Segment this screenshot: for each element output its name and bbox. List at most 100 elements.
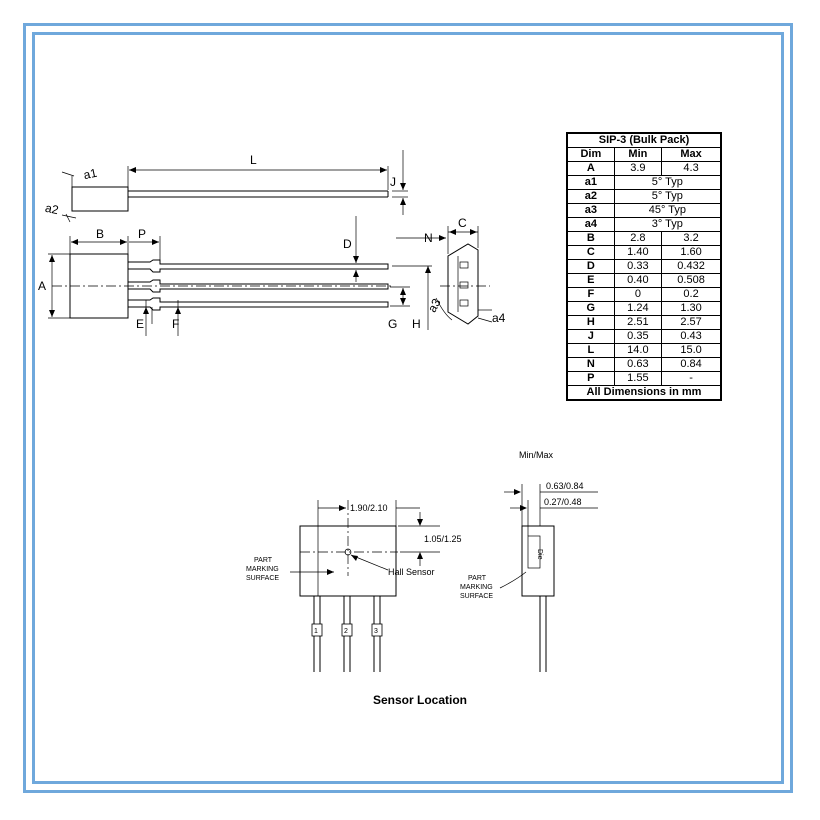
dim-key: D [566, 259, 615, 274]
dim-min: 1.24 [613, 301, 663, 316]
label-C: C [458, 216, 467, 230]
label-a2: a2 [44, 201, 60, 218]
sensor-front-view [290, 500, 440, 672]
label-a3: a3 [425, 296, 444, 315]
dim-key: N [566, 357, 615, 372]
dim-max: 4.3 [661, 161, 722, 176]
label-D: D [343, 237, 352, 251]
label-part-1: PART [254, 557, 273, 564]
label-a1: a1 [82, 166, 98, 183]
label-dim-y: 1.05/1.25 [424, 534, 462, 544]
dim-min: 2.8 [613, 231, 663, 246]
inner-frame [32, 32, 784, 784]
table-footer: All Dimensions in mm [566, 385, 722, 401]
dim-key: L [566, 343, 615, 358]
dim-min: 0.63 [613, 357, 663, 372]
dim-min: 14.0 [613, 343, 663, 358]
dim-min: 1.40 [613, 245, 663, 260]
label-J: J [390, 175, 396, 189]
label-H: H [412, 317, 421, 331]
dim-max: 0.43 [661, 329, 722, 344]
caption-sensor-location: Sensor Location [373, 693, 467, 707]
dim-key: B [566, 231, 615, 246]
header-min: Min [613, 147, 663, 162]
outer-frame [23, 23, 793, 793]
dim-max: 0.2 [661, 287, 722, 302]
label-a4: a4 [492, 311, 506, 325]
dim-typ: 5° Typ [613, 175, 722, 190]
dim-min: 1.55 [613, 371, 663, 386]
dim-min: 0.33 [613, 259, 663, 274]
label-part-3: SURFACE [246, 575, 279, 582]
pin-label-2: 2 [344, 628, 348, 635]
dim-min: 0.40 [613, 273, 663, 288]
dim-key: E [566, 273, 615, 288]
label-P: P [138, 227, 146, 241]
header-max: Max [661, 147, 722, 162]
dim-min: 2.51 [613, 315, 663, 330]
end-view [396, 226, 493, 325]
dim-max: - [661, 371, 722, 386]
label-part-2: MARKING [246, 566, 279, 573]
label-side-dim-1: 0.63/0.84 [546, 481, 584, 491]
dim-max: 1.30 [661, 301, 722, 316]
label-die: Die [536, 549, 543, 560]
dim-key: a2 [566, 189, 615, 204]
dim-typ: 45° Typ [613, 203, 722, 218]
dim-max: 15.0 [661, 343, 722, 358]
dim-key: C [566, 245, 615, 260]
dim-max: 0.508 [661, 273, 722, 288]
label-B: B [96, 227, 104, 241]
label-side-part-2: MARKING [460, 584, 493, 591]
dim-key: G [566, 301, 615, 316]
table-title: SIP-3 (Bulk Pack) [566, 132, 722, 148]
dim-key: A [566, 161, 615, 176]
label-L: L [250, 153, 257, 167]
label-side-part-1: PART [468, 575, 487, 582]
dim-key: H [566, 315, 615, 330]
label-side-part-3: SURFACE [460, 593, 493, 600]
dim-min: 3.9 [613, 161, 663, 176]
top-profile-view [61, 150, 408, 223]
pin-label-3: 3 [374, 628, 378, 635]
label-dim-x: 1.90/2.10 [350, 503, 388, 513]
header-dim: Dim [566, 147, 615, 162]
label-E: E [136, 317, 144, 331]
dim-typ: 3° Typ [613, 217, 722, 232]
dim-max: 2.57 [661, 315, 722, 330]
dim-key: P [566, 371, 615, 386]
label-A: A [38, 279, 46, 293]
dim-typ: 5° Typ [613, 189, 722, 204]
label-N: N [424, 231, 433, 245]
dim-max: 0.84 [661, 357, 722, 372]
label-G: G [388, 317, 397, 331]
pin-label-1: 1 [314, 628, 318, 635]
sensor-side-view [499, 484, 598, 672]
front-view [48, 216, 432, 336]
dim-min: 0 [613, 287, 663, 302]
label-side-dim-2: 0.27/0.48 [544, 497, 582, 507]
label-minmax: Min/Max [519, 450, 554, 460]
dim-key: a4 [566, 217, 615, 232]
dim-key: a1 [566, 175, 615, 190]
dim-max: 0.432 [661, 259, 722, 274]
dim-max: 3.2 [661, 231, 722, 246]
dim-max: 1.60 [661, 245, 722, 260]
